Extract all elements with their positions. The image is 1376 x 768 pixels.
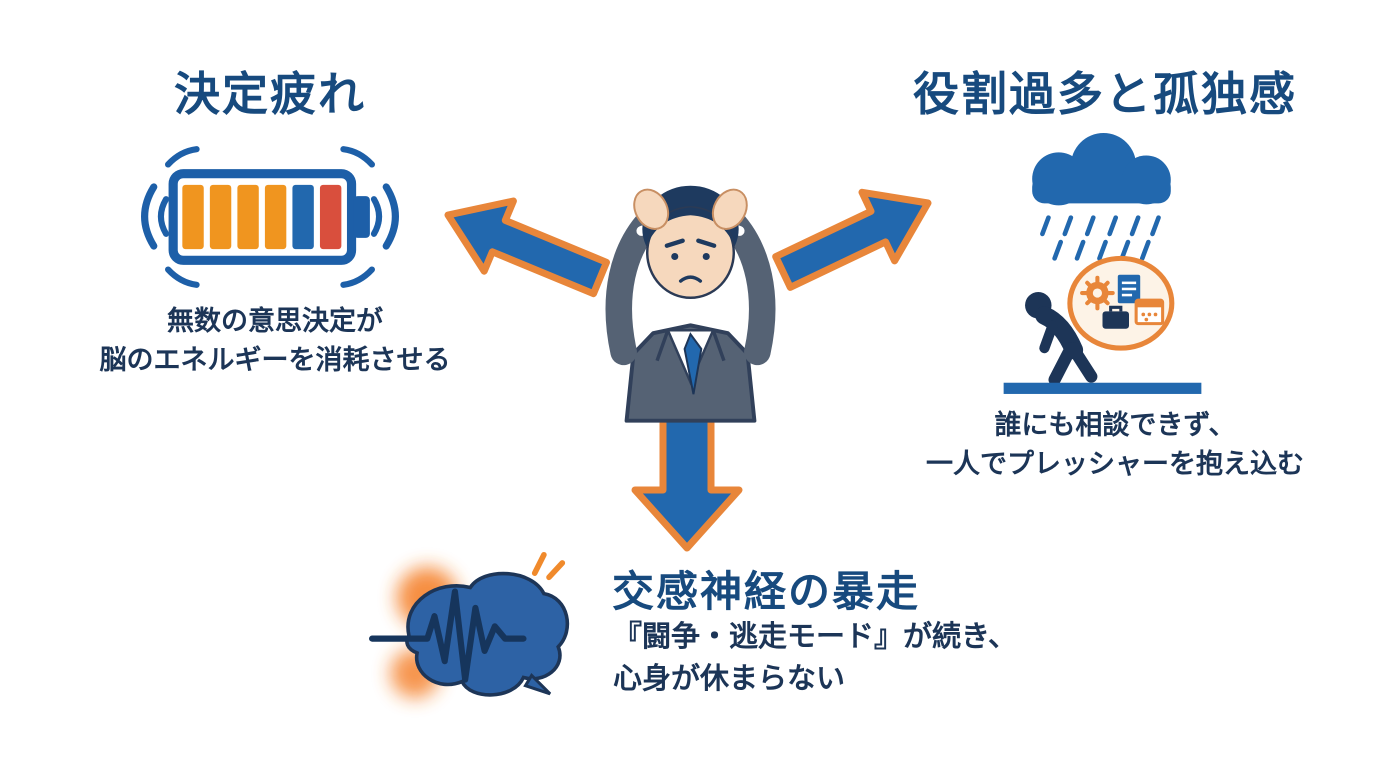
left-arm: [605, 203, 667, 366]
briefcase-icon: [1102, 305, 1129, 329]
ground-bar: [1003, 382, 1202, 394]
stress-glow: [396, 567, 458, 629]
rain-drops: [1040, 215, 1161, 261]
suit-body: [624, 323, 757, 423]
stressed-businessman-illustration: [605, 185, 776, 423]
battery-body: [168, 169, 357, 265]
rain-cloud-burdened-person-icon: [1003, 133, 1202, 394]
arrow-down: [631, 408, 743, 552]
task-burden-bundle: [1067, 255, 1175, 351]
sympathetic-nerve-description: 『闘争・逃走モード』が続き、 心身が休まらない: [613, 616, 1083, 700]
document-icon: [1117, 274, 1141, 304]
arrow-upper-left: [444, 197, 610, 298]
arrow-upper-right: [772, 188, 932, 291]
sympathetic-nerve-desc-line1: 『闘争・逃走モード』が続き、: [613, 621, 1017, 653]
role-overload-title: 役割過多と孤独感: [913, 68, 1297, 120]
decision-fatigue-description: 無数の意思決定が 脳のエネルギーを消耗させる: [60, 302, 490, 380]
battery-terminal: [353, 196, 370, 238]
shirt: [666, 329, 715, 386]
decision-fatigue-desc-line1: 無数の意思決定が: [167, 306, 383, 336]
role-overload-desc-line2: 一人でプレッシャーを抱え込む: [926, 449, 1304, 480]
brain-ekg-icon: [369, 551, 570, 698]
tie: [683, 332, 703, 395]
role-overload-desc-line1: 誰にも相談できず、: [994, 410, 1236, 440]
decision-fatigue-desc-line2: 脳のエネルギーを消耗させる: [99, 345, 451, 376]
left-hand: [633, 188, 670, 230]
brain-stem: [523, 672, 552, 696]
spark-marks: [531, 551, 566, 581]
right-arm: [714, 203, 776, 366]
rain-cloud-icon: [1032, 133, 1171, 206]
hair: [642, 185, 739, 273]
vibrating-battery-icon: [141, 146, 399, 288]
burdened-person-silhouette: [1025, 292, 1098, 386]
sympathetic-nerve-title: 交感神経の暴走: [612, 568, 921, 615]
face: [646, 206, 735, 300]
brain-shape: [405, 571, 570, 697]
decision-fatigue-title: 決定疲れ: [174, 68, 366, 120]
gear-icon: [1080, 275, 1115, 311]
calendar-icon: [1134, 298, 1165, 326]
ekg-line: [369, 588, 527, 683]
role-overload-description: 誰にも相談できず、 一人でプレッシャーを抱え込む: [865, 406, 1365, 484]
right-hand: [711, 188, 748, 230]
sympathetic-nerve-desc-line2: 心身が休まらない: [613, 663, 846, 696]
